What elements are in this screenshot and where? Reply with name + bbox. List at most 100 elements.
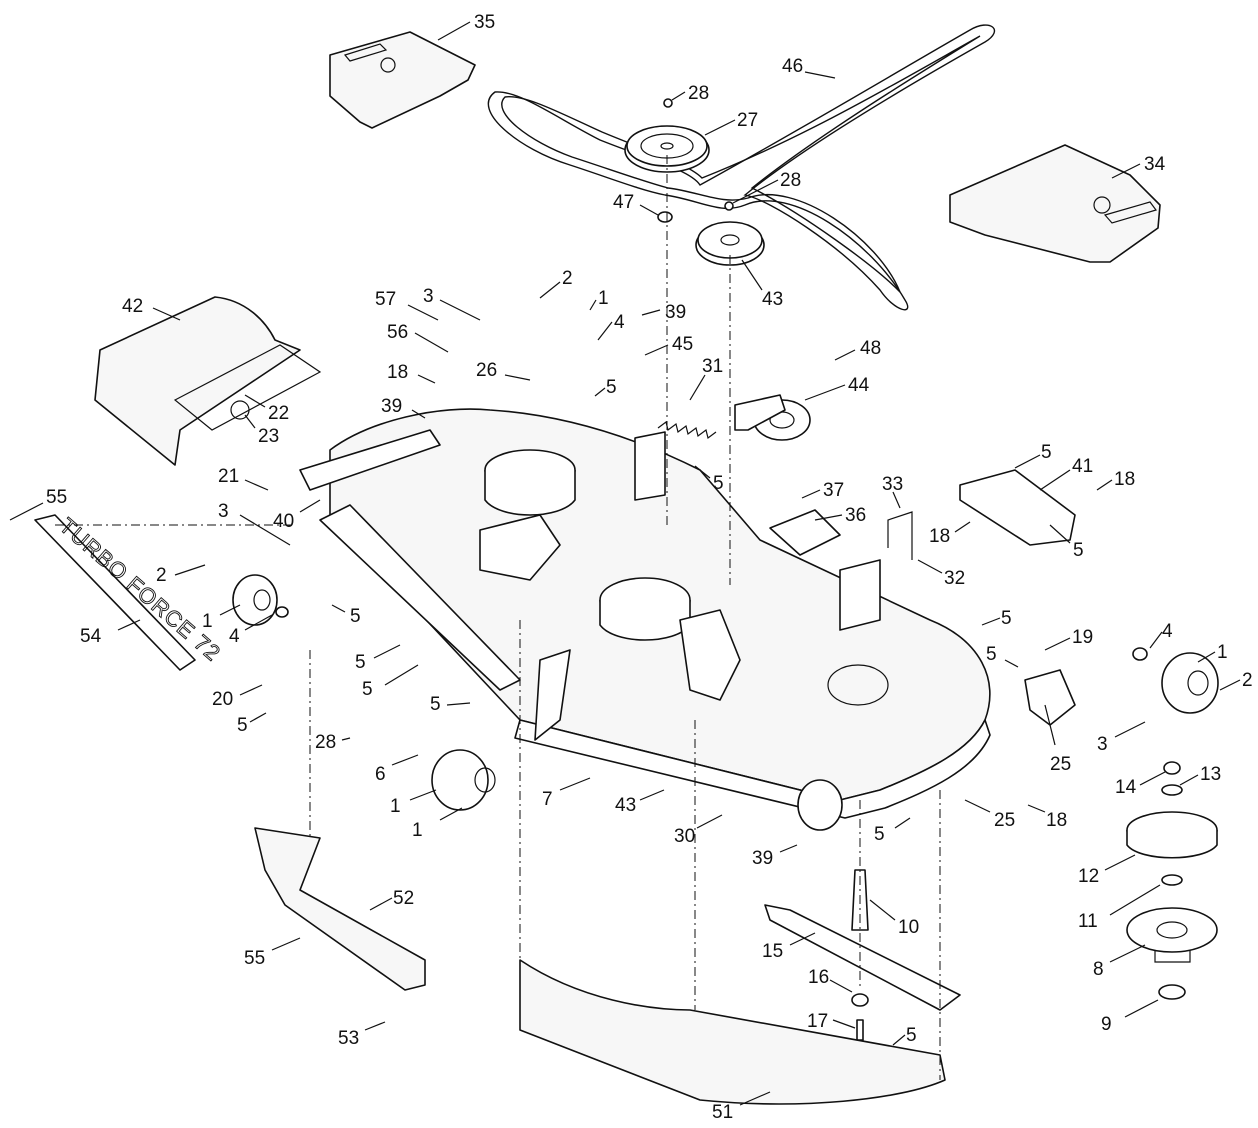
callout-26: 25	[1050, 754, 1071, 775]
pulley-29	[624, 125, 710, 173]
chute-52	[519, 959, 946, 1105]
callout-12: 12	[1078, 866, 1099, 887]
callout-1-left: 1	[202, 611, 213, 632]
callout-29: 27	[737, 110, 758, 131]
callout-52: 51	[712, 1102, 733, 1123]
callouts: 35 28 27 46 28 34 47 43 2 1 4 3	[9, 12, 1253, 1123]
wheel-front	[431, 749, 843, 831]
callout-55: 55	[244, 948, 265, 969]
rail-40	[299, 429, 441, 491]
callout-2-left: 2	[156, 565, 167, 586]
callout-53: 52	[393, 888, 414, 909]
callout-47: 46	[782, 56, 803, 77]
idler-pulley-45	[734, 394, 811, 441]
spindle-assembly	[1126, 761, 1218, 1000]
callout-13: 13	[1200, 764, 1221, 785]
callout-17: 17	[807, 1011, 828, 1032]
callout-5-j: 5	[237, 715, 248, 736]
callout-5-f: 5	[1001, 608, 1012, 629]
callout-4-left: 4	[229, 626, 240, 647]
callout-1-top: 1	[598, 288, 609, 309]
callout-5-k: 5	[430, 694, 441, 715]
callout-33: 32	[944, 568, 965, 589]
callout-5-g: 5	[986, 644, 997, 665]
callout-46: 45	[672, 334, 693, 355]
wheel-right	[1024, 647, 1219, 726]
callout-39-bottom: 39	[752, 848, 773, 869]
callout-38: 37	[823, 480, 844, 501]
ubolt-34	[887, 511, 913, 560]
callout-2-top: 2	[562, 268, 573, 289]
callout-5-l: 5	[874, 824, 885, 845]
callout-51: 55	[46, 487, 67, 508]
callout-5-d: 5	[1073, 540, 1084, 561]
callout-5-b: 5	[713, 473, 724, 494]
callout-30-top: 28	[688, 83, 709, 104]
bracket-front-center	[534, 649, 571, 741]
callout-1-front-lower: 1	[412, 820, 423, 841]
callout-44: 43	[762, 289, 783, 310]
callout-5-i: 5	[362, 679, 373, 700]
callout-14: 14	[1115, 777, 1137, 798]
callout-3-left: 3	[218, 501, 229, 522]
callout-30-lower: 28	[780, 170, 801, 191]
callout-10: 10	[898, 917, 919, 938]
callout-39-left: 39	[381, 396, 402, 417]
callout-43: 43	[615, 795, 636, 816]
callout-20: 20	[212, 689, 233, 710]
bracket-41	[959, 469, 1076, 546]
callout-5-m: 5	[906, 1025, 917, 1046]
spacer-48	[657, 211, 673, 223]
callout-48: 47	[613, 192, 634, 213]
callout-16: 16	[808, 967, 829, 988]
callout-18-left: 18	[387, 362, 408, 383]
callout-35: 34	[1144, 154, 1166, 175]
callout-1-front: 1	[390, 796, 401, 817]
spring-32	[657, 420, 717, 440]
callout-34: 33	[882, 474, 903, 495]
decal-50: TURBO FORCE 72	[34, 512, 226, 671]
bolt-17	[856, 1019, 864, 1041]
callout-1-right: 1	[1217, 642, 1228, 663]
callout-5-a: 5	[606, 377, 617, 398]
bracket-left-front	[479, 514, 561, 581]
callout-32: 31	[702, 356, 723, 377]
callout-3-right: 3	[1097, 734, 1108, 755]
callout-28: 28	[315, 732, 336, 753]
callout-6: 6	[375, 764, 386, 785]
callout-2-right: 2	[1242, 670, 1253, 691]
callout-25: 25	[994, 810, 1015, 831]
callout-41: 41	[1072, 456, 1093, 477]
callout-31: 30	[674, 826, 695, 847]
callout-23: 23	[258, 426, 279, 447]
cover-35	[949, 144, 1161, 263]
callout-54: 53	[338, 1028, 359, 1049]
callout-42: 42	[122, 296, 143, 317]
callout-18-right: 18	[1114, 469, 1135, 490]
mower-deck	[329, 408, 991, 819]
cover-36	[329, 31, 476, 129]
callout-49: 48	[860, 338, 881, 359]
callout-39-top: 39	[665, 302, 686, 323]
callout-4-top: 4	[614, 312, 625, 333]
bracket-center	[679, 609, 741, 701]
callout-57: 57	[375, 289, 396, 310]
bracket-53	[254, 827, 426, 991]
callout-45: 44	[848, 375, 870, 396]
callout-3-top: 3	[423, 286, 434, 307]
idler-bracket	[634, 431, 666, 501]
nut-30-top	[663, 98, 673, 108]
callout-5-e: 5	[350, 606, 361, 627]
callout-56: 56	[387, 322, 408, 343]
callout-22: 22	[268, 403, 289, 424]
callout-37: 36	[845, 505, 866, 526]
cover-42	[94, 296, 322, 466]
pulley-44	[695, 221, 765, 266]
callout-50: 54	[80, 626, 102, 647]
callout-5-c: 5	[1041, 442, 1052, 463]
callout-19: 19	[1072, 627, 1093, 648]
baffle-37	[769, 509, 841, 556]
callout-18-bottom: 18	[1046, 810, 1067, 831]
callout-40: 40	[273, 511, 294, 532]
